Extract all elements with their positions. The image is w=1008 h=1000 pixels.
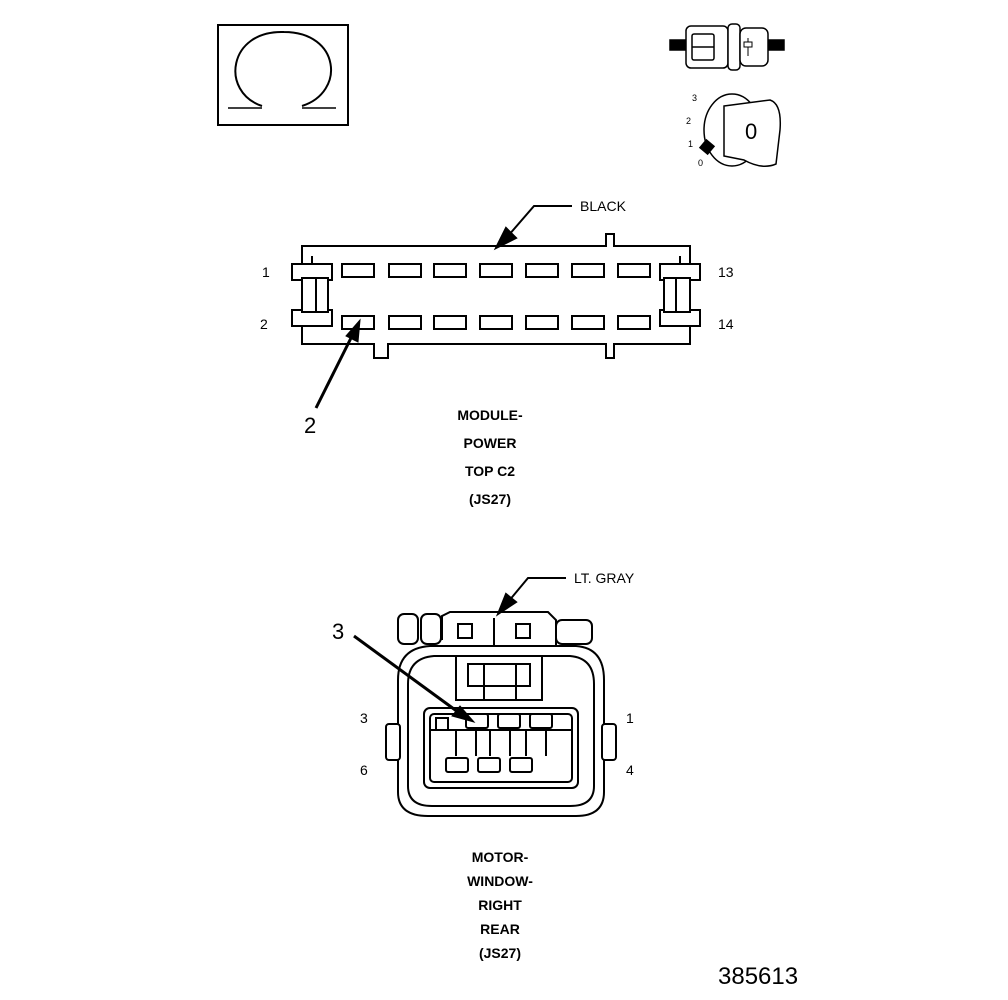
- connector-top-color: BLACK: [580, 198, 626, 214]
- ignition-position-2: 2: [686, 116, 692, 126]
- callout-2-arrow: [314, 318, 361, 409]
- connector-bottom-pin-6: 6: [360, 762, 368, 778]
- connector-top-pin-2: 2: [260, 316, 268, 332]
- connector-bottom-color-leader: [495, 577, 566, 617]
- connector-top-pin-13: 13: [718, 264, 734, 280]
- figure-id: 385613: [718, 963, 799, 990]
- connector-top-pin-1: 1: [262, 264, 270, 280]
- callout-3-label: 3: [332, 619, 345, 644]
- callout-2-label: 2: [304, 413, 317, 438]
- connector-top-title-line-3: TOP C2: [464, 463, 516, 479]
- connector-top-title-line-1: MODULE-: [457, 407, 523, 423]
- connector-bottom-color: LT. GRAY: [574, 570, 635, 586]
- ohmmeter-icon: [217, 24, 349, 126]
- ignition-key-label: 0: [745, 119, 758, 144]
- connector-bottom-pin-1: 1: [626, 710, 634, 726]
- connector-bottom-pin-3: 3: [360, 710, 368, 726]
- ignition-position-3: 3: [692, 93, 698, 103]
- connector-bottom-title-line-4: REAR: [480, 921, 520, 937]
- connector-top-title-line-4: (JS27): [468, 491, 512, 507]
- connector-top-title-line-2: POWER: [463, 435, 517, 451]
- callout-3-arrow: [353, 634, 476, 723]
- connector-bottom-title-line-3: RIGHT: [478, 897, 522, 913]
- connector-bottom-title-line-1: MOTOR-: [471, 849, 529, 865]
- ignition-position-1: 1: [688, 139, 694, 149]
- connector-bottom-title-line-2: WINDOW-: [467, 873, 533, 889]
- connector-bottom-title-line-5: (JS27): [478, 945, 522, 961]
- connector-top-pin-14: 14: [718, 316, 734, 332]
- connector-top-cavities: [341, 263, 651, 330]
- ignition-position-0: 0: [698, 158, 704, 168]
- connector-bottom-cavities: [430, 713, 572, 773]
- connector-bottom-pin-4: 4: [626, 762, 634, 778]
- connector-top-color-leader: [493, 205, 572, 251]
- ignition-switch-off-icon: [669, 23, 785, 167]
